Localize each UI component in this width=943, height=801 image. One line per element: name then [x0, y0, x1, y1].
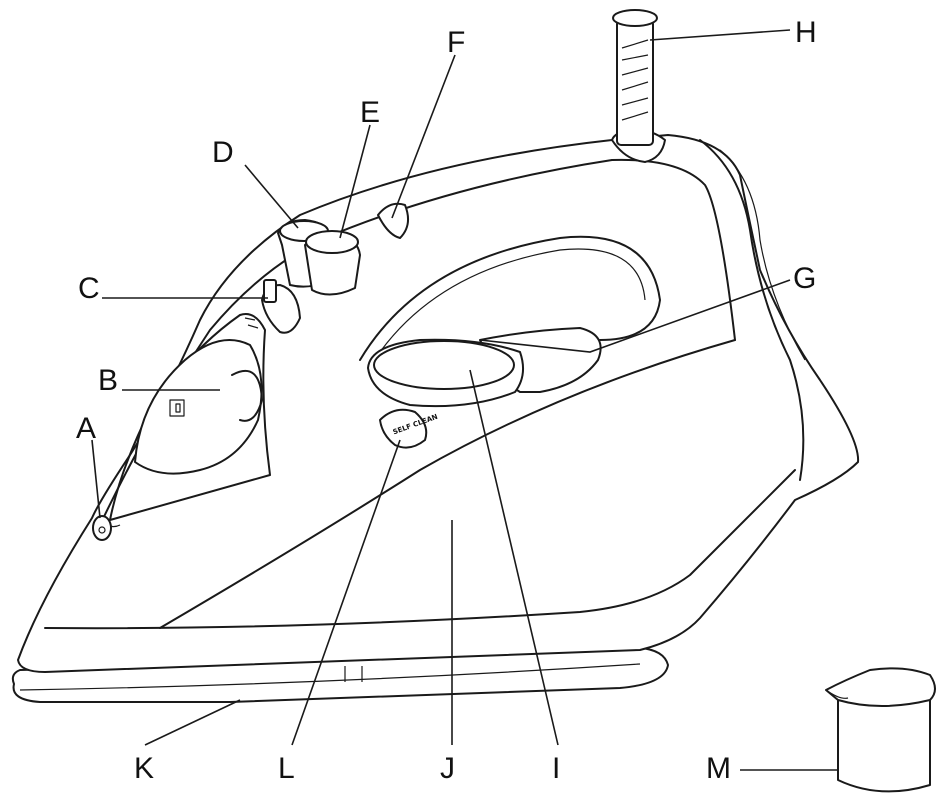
leader-k	[144, 699, 241, 746]
label-m: M	[706, 752, 731, 785]
leader-l	[291, 439, 401, 746]
label-b: B	[98, 364, 118, 397]
leader-lines	[91, 29, 838, 771]
label-l: L	[278, 752, 295, 785]
label-j: J	[440, 752, 455, 785]
leader-a	[91, 439, 101, 519]
label-e: E	[360, 96, 380, 129]
label-c: C	[78, 272, 100, 305]
leader-h	[649, 29, 791, 41]
leader-d	[244, 164, 299, 229]
measuring-cup	[825, 667, 936, 793]
label-d: D	[212, 136, 234, 169]
steam-knob	[244, 279, 301, 334]
water-fill-cap	[367, 338, 525, 408]
burst-button	[377, 202, 410, 239]
spray-nozzle	[92, 515, 112, 541]
steam-column	[611, 9, 666, 163]
label-g: G	[793, 262, 816, 295]
label-i: I	[552, 752, 560, 785]
leader-f	[391, 54, 456, 219]
part-labels: A B C D E F G H I J K L M	[76, 16, 817, 785]
label-a: A	[76, 412, 96, 445]
label-k: K	[134, 752, 154, 785]
leader-g	[479, 279, 791, 353]
leader-e	[339, 124, 371, 239]
leader-i	[469, 369, 559, 746]
label-f: F	[447, 26, 465, 59]
temperature-dial	[134, 339, 263, 475]
label-h: H	[795, 16, 817, 49]
steam-button	[304, 230, 361, 296]
